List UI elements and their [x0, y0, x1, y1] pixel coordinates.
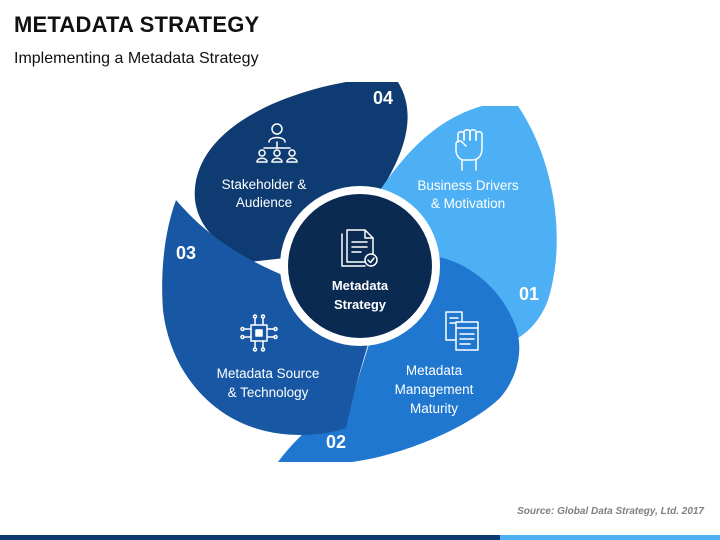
center-label-line1: Metadata — [332, 278, 389, 293]
segment-03-label-line1: Metadata Source — [217, 366, 320, 381]
segment-03 — [162, 200, 370, 435]
segment-01-label-line2: & Motivation — [431, 196, 505, 211]
segment-04-label-line1: Stakeholder & — [222, 177, 307, 192]
segment-02-number: 02 — [326, 432, 346, 452]
source-citation: Source: Global Data Strategy, Ltd. 2017 — [517, 506, 704, 517]
circuit-chip-icon — [240, 314, 278, 352]
people-network-icon — [256, 123, 298, 163]
documents-icon — [445, 311, 479, 351]
segment-03-label-line2: & Technology — [228, 385, 309, 400]
segment-02-label-line3: Maturity — [410, 401, 458, 416]
bottom-bar-dark — [0, 535, 500, 540]
raised-fist-icon — [455, 129, 483, 171]
bottom-accent-bar — [0, 535, 720, 540]
segment-04 — [194, 82, 408, 262]
segment-01 — [376, 106, 557, 342]
segment-01-number: 01 — [519, 284, 539, 304]
segment-01-label-line1: Business Drivers — [417, 178, 519, 193]
segment-04-number: 04 — [373, 88, 393, 108]
page-title: METADATA STRATEGY — [14, 12, 260, 37]
document-check-icon — [341, 229, 378, 267]
center-label-line2: Strategy — [334, 297, 387, 312]
segment-02-label-line2: Management — [395, 382, 474, 397]
page-subtitle: Implementing a Metadata Strategy — [14, 50, 259, 67]
segment-04-label-line2: Audience — [236, 195, 292, 210]
segment-03-number: 03 — [176, 243, 196, 263]
bottom-bar-light — [500, 535, 720, 540]
segment-02-label-line1: Metadata — [406, 363, 463, 378]
